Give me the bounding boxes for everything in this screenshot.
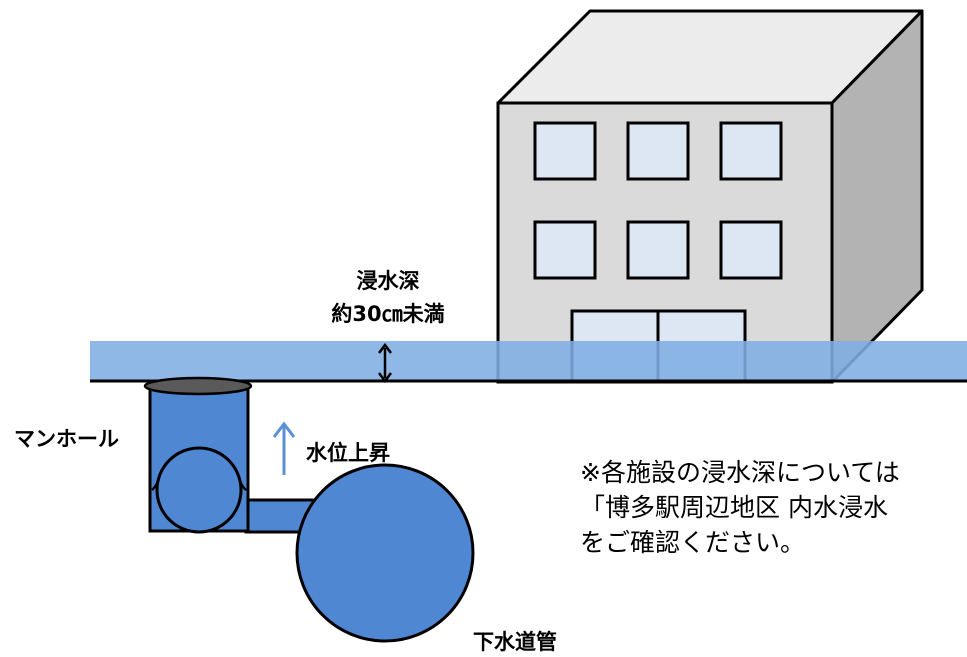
water-rise-arrow [272,421,296,475]
depth-arrow [378,342,392,384]
window [626,121,690,181]
flood-depth-value: 約30㎝未満 [331,302,445,326]
flood-water [90,341,967,381]
sewer-pipe [295,463,475,643]
window [626,220,690,280]
sewer-pipe-label: 下水道管 [473,630,557,654]
building [496,9,924,384]
window [533,121,597,181]
note-line-3: をご確認ください。 [580,528,806,557]
window [719,121,783,181]
window [533,220,597,280]
window [719,220,783,280]
manhole [143,376,253,534]
manhole-label: マンホール [14,427,119,451]
manhole-inner-pipe [155,446,243,534]
flood-depth-label: 浸水深 約30㎝未満 [308,265,468,331]
note-text: ※各施設の浸水深については 「博多駅周辺地区 内水浸水 をご確認ください。 [580,455,900,560]
note-line-1: ※各施設の浸水深については [580,458,900,487]
water-rise-label: 水位上昇 [306,441,390,465]
manhole-lid [143,376,253,396]
flood-depth-title: 浸水深 [356,269,420,293]
note-line-2: 「博多駅周辺地区 内水浸水 [580,493,888,522]
